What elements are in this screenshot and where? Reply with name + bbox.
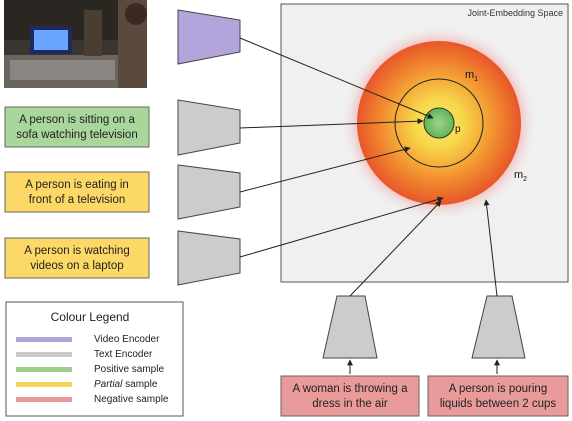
m1-label: m1 <box>465 69 478 83</box>
caption-negative-1: A woman is throwing a dress in the air <box>280 375 420 417</box>
caption-negative-2-line-2: liquids between 2 cups <box>440 398 557 410</box>
positive-region-p <box>423 107 455 139</box>
caption-positive-line-1: A person is sitting on a <box>19 114 135 126</box>
joint-embedding-space: Joint-Embedding Space p m1 m2 <box>280 3 569 283</box>
video-encoder <box>177 9 241 65</box>
caption-partial-1-line-2: front of a television <box>29 194 126 206</box>
arrow-positive <box>239 118 424 129</box>
arrows <box>239 37 500 374</box>
caption-partial-1-line-1: A person is eating in <box>25 179 129 191</box>
legend-swatch-video <box>16 337 72 342</box>
legend-label-negative: Negative sample <box>94 394 169 405</box>
caption-negative-1-line-2: dress in the air <box>312 398 388 410</box>
video-thumbnail <box>4 0 147 88</box>
text-encoder-positive <box>177 99 241 156</box>
legend-swatch-negative <box>16 397 72 402</box>
caption-partial-2-line-2: videos on a laptop <box>30 260 123 272</box>
arrow-partial-1 <box>239 146 411 193</box>
arrow-negative-1-encoder <box>349 200 442 297</box>
legend-title: Colour Legend <box>51 310 130 324</box>
text-encoder-partial-2 <box>177 230 241 286</box>
legend-swatch-partial <box>16 382 72 387</box>
caption-positive-line-2: sofa watching television <box>16 129 137 141</box>
caption-positive: A person is sitting on a sofa watching t… <box>4 106 150 148</box>
caption-negative-2-line-1: A person is pouring <box>449 383 547 395</box>
legend-label-partial: Partial sample <box>94 379 158 390</box>
caption-partial-1: A person is eating in front of a televis… <box>4 171 150 213</box>
colour-legend: Colour Legend Video Encoder Text Encoder… <box>5 301 184 417</box>
text-encoder-partial-1 <box>177 164 241 220</box>
arrow-video <box>239 37 434 119</box>
margin-ring-m1 <box>394 78 484 168</box>
space-title: Joint-Embedding Space <box>467 8 563 18</box>
arrow-partial-2 <box>239 196 444 258</box>
legend-swatch-positive <box>16 367 72 372</box>
text-encoder-negative-2 <box>471 295 526 359</box>
legend-label-positive: Positive sample <box>94 364 164 375</box>
point-p-label: p <box>455 124 461 135</box>
arrow-negative-2-encoder <box>483 199 498 297</box>
legend-swatch-text <box>16 352 72 357</box>
legend-label-text: Text Encoder <box>94 349 153 360</box>
m2-label: m2 <box>514 169 527 183</box>
caption-partial-2-line-1: A person is watching <box>24 245 129 257</box>
caption-negative-1-line-1: A woman is throwing a <box>292 383 408 395</box>
legend-label-video: Video Encoder <box>94 334 160 345</box>
caption-negative-2: A person is pouring liquids between 2 cu… <box>427 375 569 417</box>
text-encoder-negative-1 <box>322 295 378 359</box>
caption-partial-2: A person is watching videos on a laptop <box>4 237 150 279</box>
